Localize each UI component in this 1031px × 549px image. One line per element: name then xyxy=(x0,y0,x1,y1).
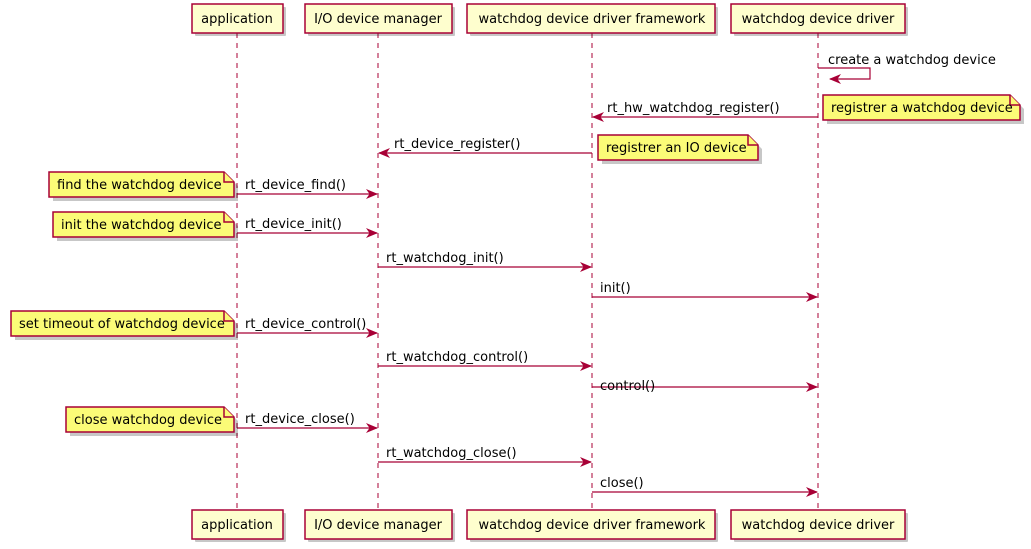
note-find-watchdog-device: find the watchdog device xyxy=(48,171,238,201)
message-label: rt_device_register() xyxy=(394,137,520,152)
message-rt-device-init[interactable]: rt_device_init() xyxy=(237,217,378,238)
participant-box xyxy=(730,3,906,34)
participant-io-device-manager-header[interactable]: I/O device manager xyxy=(304,3,455,36)
participant-box xyxy=(304,3,453,34)
participant-label: application xyxy=(201,518,273,533)
note-label: close watchdog device xyxy=(74,413,222,428)
note-body xyxy=(65,406,235,433)
note-label: init the watchdog device xyxy=(61,218,222,233)
message-label: control() xyxy=(600,379,655,394)
note-label: registrer an IO device xyxy=(606,141,747,156)
note-fold-corner xyxy=(223,212,234,223)
participant-label: watchdog device driver xyxy=(742,518,895,533)
message-rt-watchdog-close[interactable]: rt_watchdog_close() xyxy=(378,446,592,467)
message-label: rt_device_find() xyxy=(245,178,346,193)
message-label: create a watchdog device xyxy=(828,53,996,68)
message-label: rt_device_control() xyxy=(245,317,366,332)
message-close[interactable]: close() xyxy=(592,476,818,497)
participant-application-header[interactable]: application xyxy=(191,3,286,36)
note-label: find the watchdog device xyxy=(57,178,222,193)
note-body xyxy=(597,134,759,161)
message-rt-hw-watchdog-register[interactable]: rt_hw_watchdog_register() xyxy=(592,101,818,122)
participant-watchdog-driver-footer[interactable]: watchdog device driver xyxy=(730,509,908,542)
message-label: rt_device_close() xyxy=(245,412,355,427)
participant-label: I/O device manager xyxy=(314,518,442,533)
message-control[interactable]: control() xyxy=(592,379,818,394)
participant-box xyxy=(191,3,284,34)
note-fold-corner xyxy=(223,407,234,418)
note-fold-corner xyxy=(223,311,234,322)
note-init-watchdog-device: init the watchdog device xyxy=(52,211,238,241)
message-rt-device-close[interactable]: rt_device_close() xyxy=(237,412,378,433)
participant-box xyxy=(466,3,716,34)
note-body xyxy=(52,211,235,238)
participant-watchdog-framework-header[interactable]: watchdog device driver framework xyxy=(466,3,718,36)
participant-label: watchdog device driver framework xyxy=(479,12,706,27)
message-arrow xyxy=(818,67,871,84)
message-rt-device-register[interactable]: rt_device_register() xyxy=(378,137,592,158)
notes-layer: registrer a watchdog device registrer an … xyxy=(10,94,1024,436)
participant-io-device-manager-footer[interactable]: I/O device manager xyxy=(304,509,455,542)
participant-watchdog-framework-footer[interactable]: watchdog device driver framework xyxy=(466,509,718,542)
note-body xyxy=(10,310,235,337)
message-label: rt_device_init() xyxy=(245,217,342,232)
note-fold-corner xyxy=(223,172,234,183)
note-close-watchdog-device: close watchdog device xyxy=(65,406,238,436)
note-set-timeout: set timeout of watchdog device xyxy=(10,310,238,340)
participant-label: application xyxy=(201,12,273,27)
note-body xyxy=(822,94,1021,121)
message-label: rt_watchdog_control() xyxy=(386,350,528,365)
participant-box xyxy=(191,509,284,540)
message-init[interactable]: init() xyxy=(592,281,818,302)
message-rt-device-control[interactable]: rt_device_control() xyxy=(237,317,378,338)
message-label: init() xyxy=(600,281,631,296)
message-label: rt_watchdog_close() xyxy=(386,446,517,461)
message-rt-device-find[interactable]: rt_device_find() xyxy=(237,178,378,199)
participant-label: watchdog device driver xyxy=(742,12,895,27)
note-label: set timeout of watchdog device xyxy=(19,317,225,332)
participant-box xyxy=(466,509,716,540)
note-label: registrer a watchdog device xyxy=(831,101,1013,116)
message-rt-watchdog-init[interactable]: rt_watchdog_init() xyxy=(378,251,592,272)
participant-box xyxy=(304,509,453,540)
note-body xyxy=(48,171,235,198)
participant-label: watchdog device driver framework xyxy=(479,518,706,533)
messages-layer: create a watchdog device rt_hw_watchdog_r… xyxy=(237,53,996,497)
message-label: rt_hw_watchdog_register() xyxy=(607,101,780,116)
message-label: rt_watchdog_init() xyxy=(386,251,504,266)
message-create-watchdog-device[interactable]: create a watchdog device xyxy=(818,53,996,84)
participant-application-footer[interactable]: application xyxy=(191,509,286,542)
participant-label: I/O device manager xyxy=(314,12,442,27)
note-registrer-watchdog-device: registrer a watchdog device xyxy=(822,94,1024,124)
participant-box xyxy=(730,509,906,540)
participant-watchdog-driver-header[interactable]: watchdog device driver xyxy=(730,3,908,36)
message-rt-watchdog-control[interactable]: rt_watchdog_control() xyxy=(378,350,592,371)
note-registrer-io-device: registrer an IO device xyxy=(597,134,762,164)
message-label: close() xyxy=(600,476,644,491)
note-fold-corner xyxy=(1009,95,1020,106)
note-fold-corner xyxy=(747,135,758,146)
